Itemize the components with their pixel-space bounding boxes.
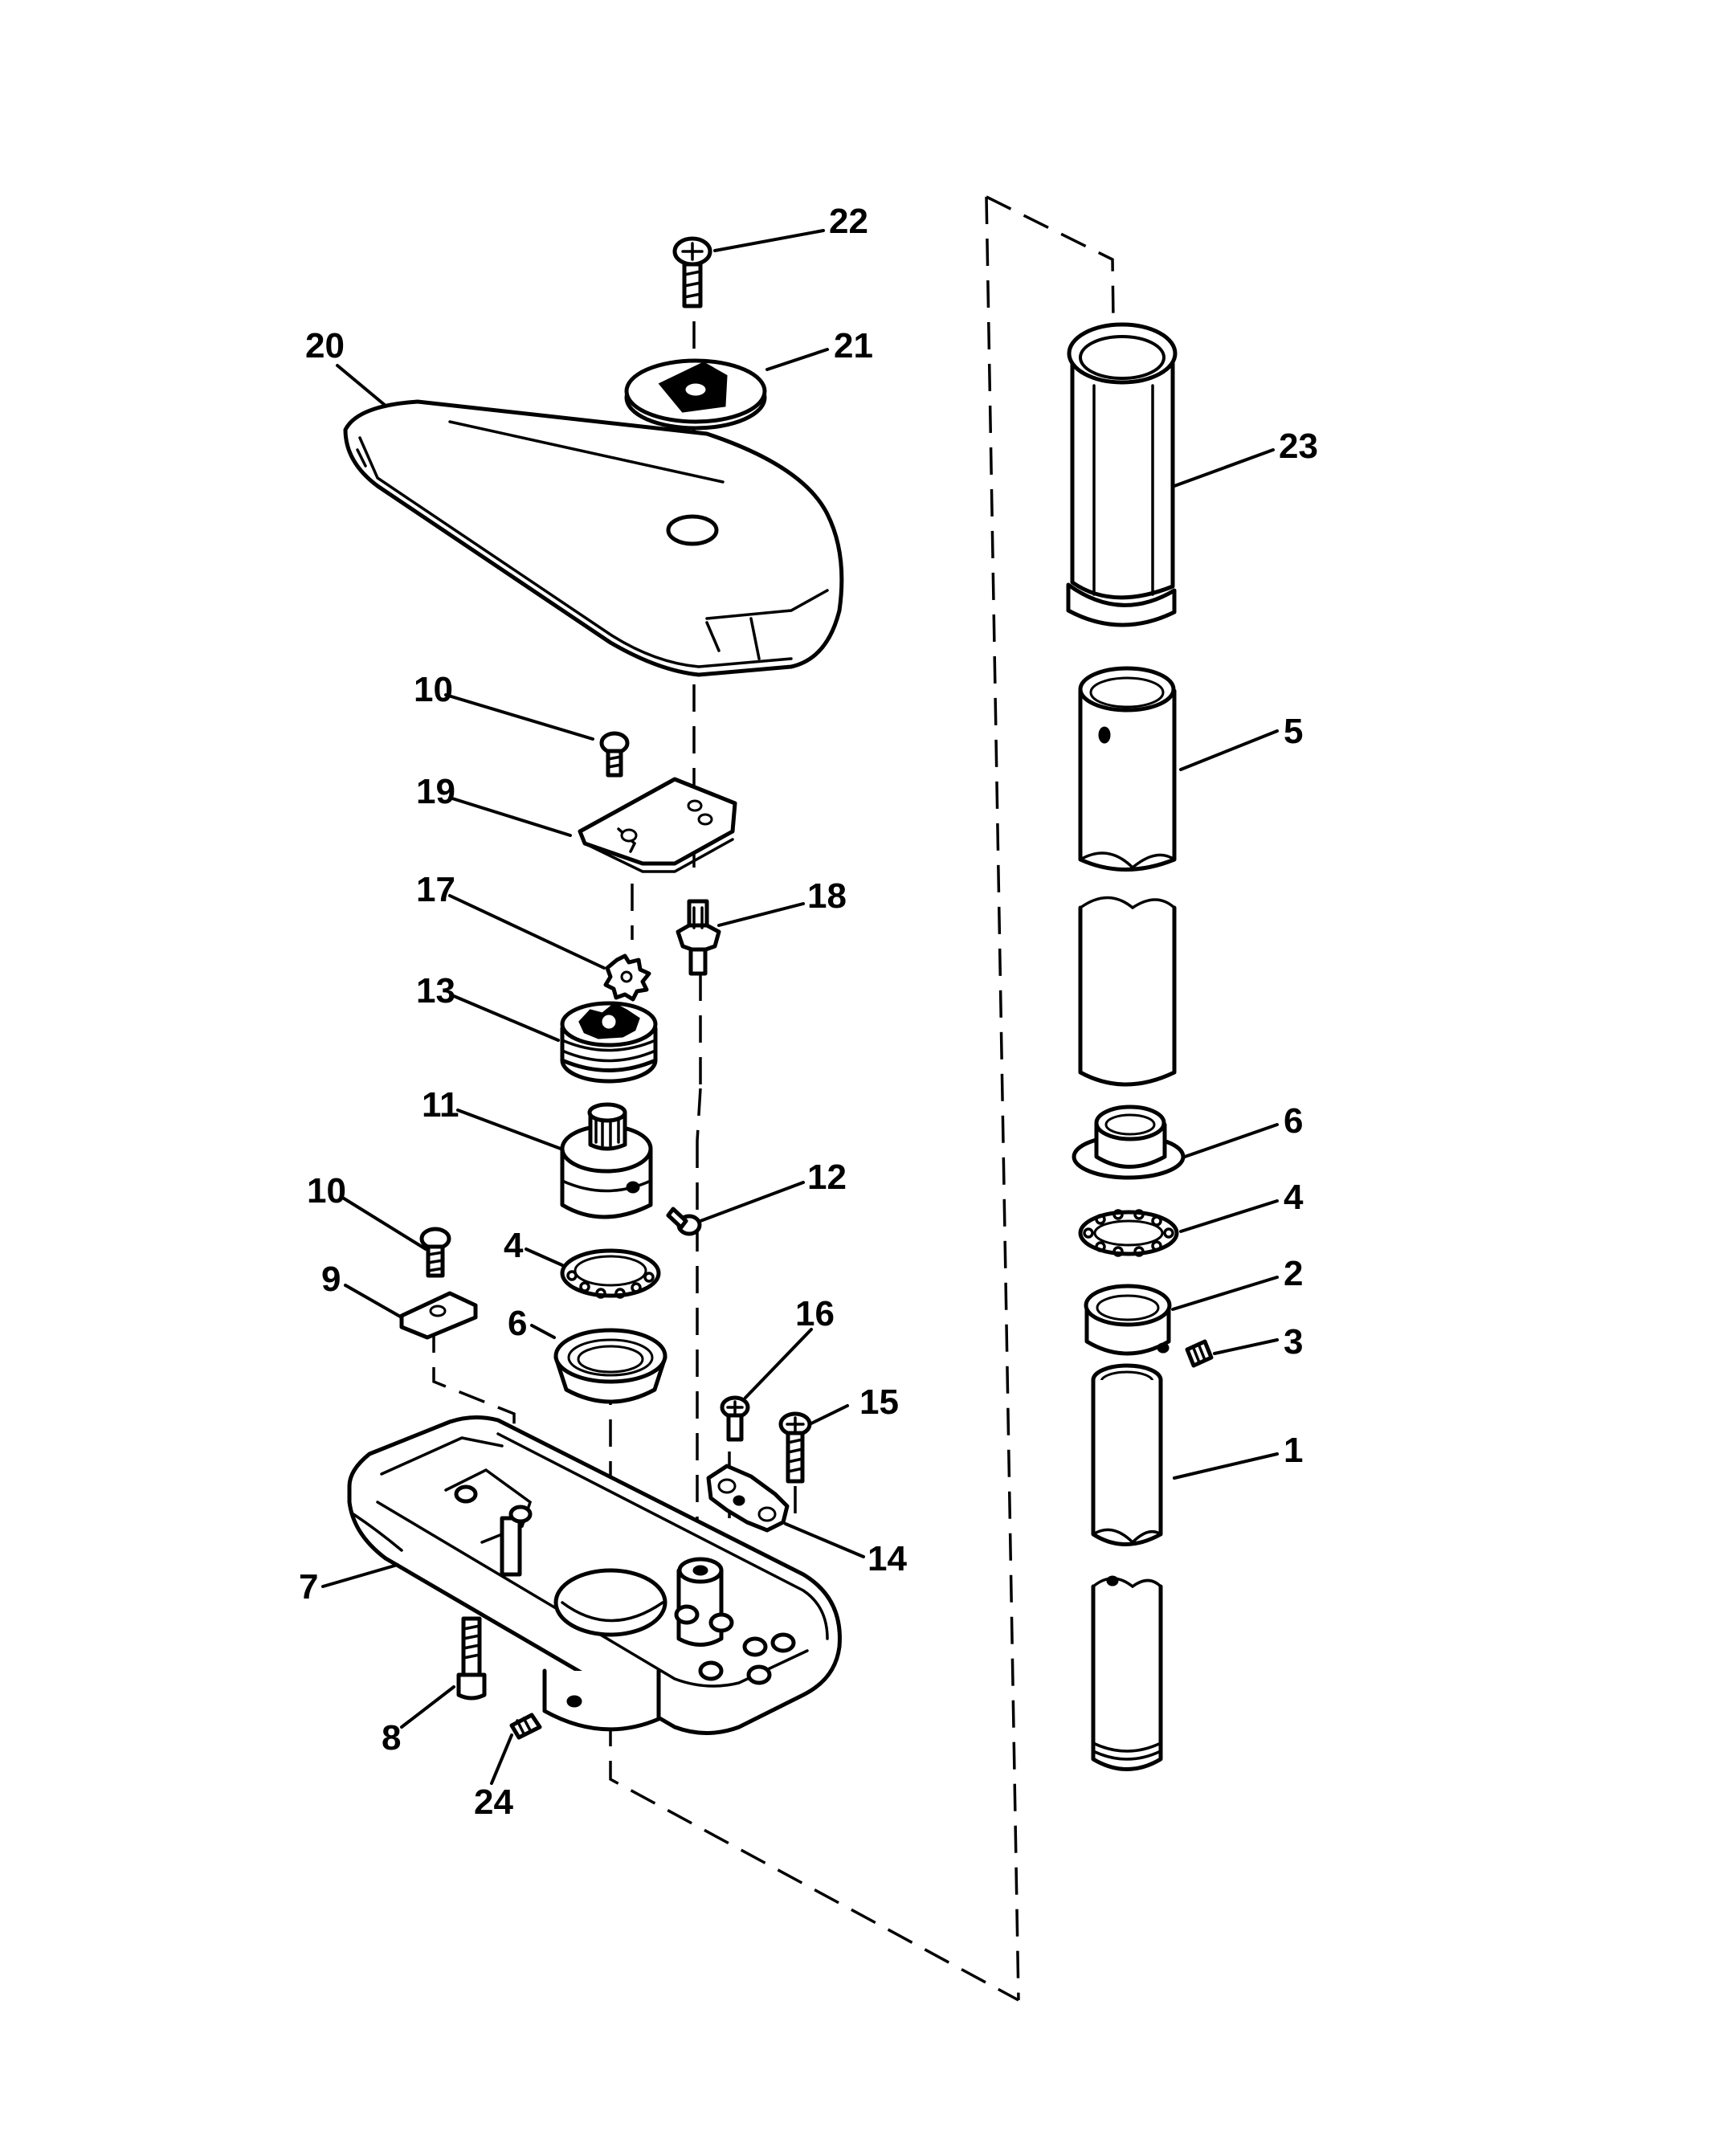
callout-19: 19	[416, 772, 455, 811]
callout-15: 15	[859, 1382, 899, 1422]
part-4-right-bearing-ring	[1078, 1209, 1179, 1257]
callout-4-left: 4	[504, 1226, 524, 1265]
callout-18: 18	[807, 876, 847, 916]
part-22-screw	[672, 236, 712, 308]
part-23-grip-sleeve	[1066, 322, 1178, 627]
callout-7: 7	[299, 1567, 318, 1607]
callout-13: 13	[416, 971, 455, 1011]
callout-6-left: 6	[508, 1304, 527, 1343]
part-20-top-cover	[343, 399, 844, 677]
part-5-shaft-tube	[1078, 666, 1177, 1087]
part-3-set-screw	[1185, 1339, 1214, 1368]
callout-16: 16	[795, 1294, 835, 1333]
callout-14: 14	[868, 1539, 907, 1578]
part-10-upper-screw	[599, 731, 630, 778]
part-10-lower-screw	[419, 1227, 451, 1278]
callout-3: 3	[1284, 1322, 1303, 1362]
part-9-nut-plate	[399, 1291, 478, 1340]
part-17-small-gear	[603, 953, 651, 1002]
callout-24: 24	[474, 1782, 513, 1822]
callout-10-lower: 10	[307, 1171, 346, 1211]
callout-1: 1	[1284, 1431, 1303, 1470]
part-19-bracket-plate	[578, 777, 737, 873]
part-24-set-screw	[509, 1713, 542, 1740]
part-6-left-bearing-cup	[553, 1328, 667, 1404]
part-18-pinion-shaft	[676, 899, 721, 976]
callout-10-upper: 10	[414, 670, 453, 709]
callout-11: 11	[422, 1085, 459, 1125]
callout-20: 20	[305, 326, 345, 365]
callout-9: 9	[321, 1260, 341, 1299]
part-16-screw	[720, 1395, 750, 1442]
callout-labels: 22 21 20 23 5 10 19 17 18 13 11 12 10 9 …	[299, 202, 1318, 1822]
part-2-collar	[1084, 1284, 1172, 1356]
callout-21: 21	[834, 326, 873, 365]
part-12-screw	[666, 1207, 702, 1236]
part-1-lower-shaft	[1091, 1363, 1163, 1771]
part-14-switch-bracket	[706, 1464, 790, 1533]
callout-22: 22	[829, 202, 868, 241]
callout-8: 8	[382, 1718, 401, 1758]
part-7-base-housing	[347, 1415, 842, 1735]
callout-17: 17	[416, 870, 455, 909]
part-21-cap	[624, 358, 767, 431]
part-4-left-bearing-ring	[560, 1248, 661, 1299]
part-15-screw	[778, 1411, 812, 1484]
callout-12: 12	[807, 1158, 847, 1197]
callout-6-right: 6	[1284, 1101, 1303, 1141]
callout-2: 2	[1284, 1254, 1303, 1293]
part-11-drive-hub	[560, 1102, 653, 1219]
part-13-gear-housing	[560, 1001, 658, 1084]
callout-23: 23	[1279, 427, 1318, 466]
callout-4-right: 4	[1284, 1178, 1304, 1217]
callout-5: 5	[1284, 712, 1303, 751]
part-6-right-bearing-cup	[1072, 1105, 1186, 1180]
leader-lines	[321, 229, 1279, 1785]
part-8-screw	[456, 1616, 487, 1701]
